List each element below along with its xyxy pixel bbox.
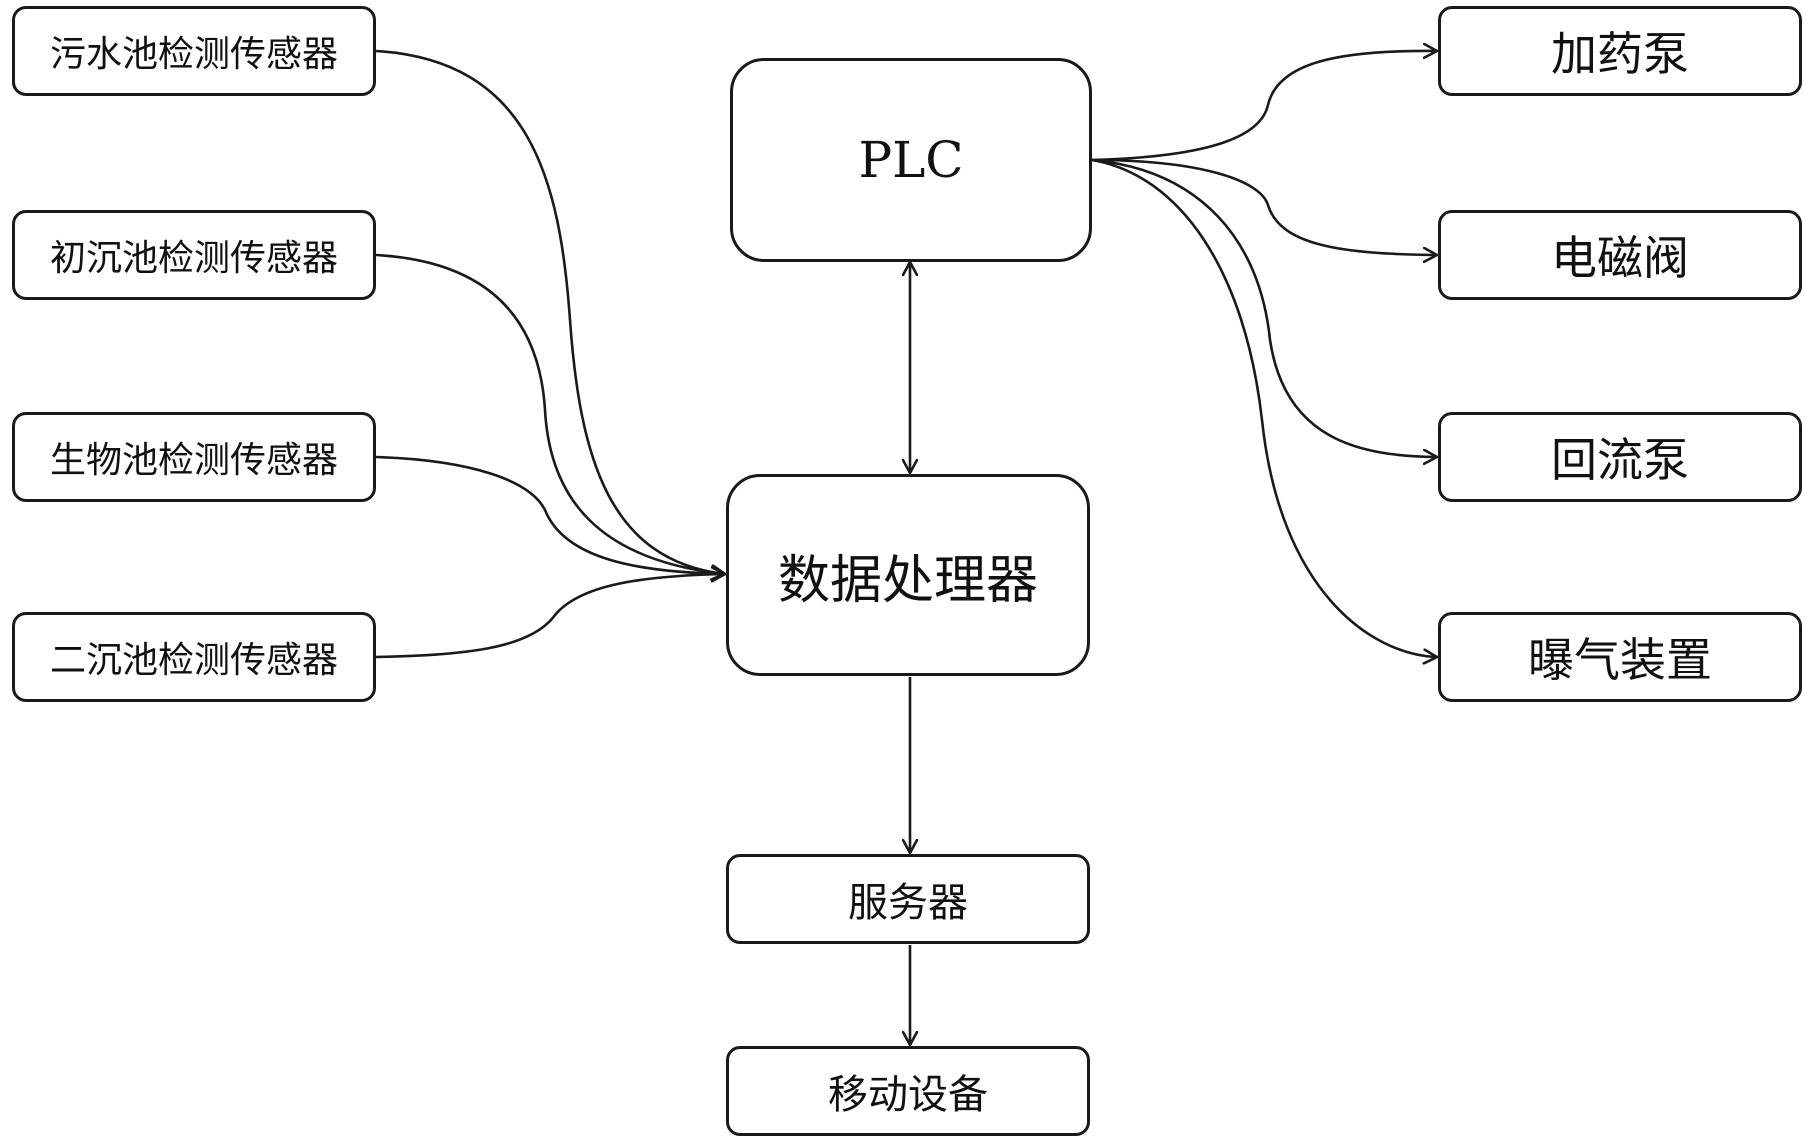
actuator-box-dosing-pump: 加药泵	[1438, 6, 1802, 96]
connector-plc-to-actuator-4	[1091, 158, 1436, 657]
server-label: 服务器	[848, 880, 968, 926]
actuator-label: 回流泵	[1551, 433, 1689, 487]
sensor-label: 初沉池检测传感器	[49, 238, 338, 279]
actuator-box-aeration-device: 曝气装置	[1438, 612, 1802, 702]
connector-plc-to-actuator-2	[1091, 158, 1436, 255]
actuator-box-solenoid-valve: 电磁阀	[1438, 210, 1802, 300]
actuator-label: 加药泵	[1551, 27, 1689, 81]
connector-sensor-2-to-processor	[375, 253, 724, 574]
connector-sensor-1-to-processor	[375, 49, 724, 574]
actuator-box-return-pump: 回流泵	[1438, 412, 1802, 502]
sensor-box-primary-settling-tank: 初沉池检测传感器	[12, 210, 376, 300]
sensor-box-secondary-settling-tank: 二沉池检测传感器	[12, 612, 376, 702]
sensor-label: 污水池检测传感器	[49, 34, 338, 75]
server-box: 服务器	[726, 854, 1090, 944]
connector-plc-to-actuator-1	[1091, 51, 1436, 162]
mobile-label: 移动设备	[828, 1072, 988, 1118]
actuator-label: 电磁阀	[1551, 231, 1689, 285]
connector-plc-to-actuator-3	[1091, 158, 1436, 457]
plc-box: PLC	[730, 58, 1092, 262]
plc-label: PLC	[858, 131, 964, 189]
mobile-device-box: 移动设备	[726, 1046, 1090, 1136]
sensor-label: 生物池检测传感器	[49, 440, 338, 481]
data-processor-box: 数据处理器	[726, 474, 1090, 676]
processor-label: 数据处理器	[777, 550, 1038, 611]
sensor-box-sewage-tank: 污水池检测传感器	[12, 6, 376, 96]
actuator-label: 曝气装置	[1528, 633, 1712, 687]
connector-sensor-4-to-processor	[375, 574, 724, 659]
sensor-label: 二沉池检测传感器	[49, 640, 338, 681]
sensor-box-biological-tank: 生物池检测传感器	[12, 412, 376, 502]
connector-sensor-3-to-processor	[375, 455, 724, 574]
